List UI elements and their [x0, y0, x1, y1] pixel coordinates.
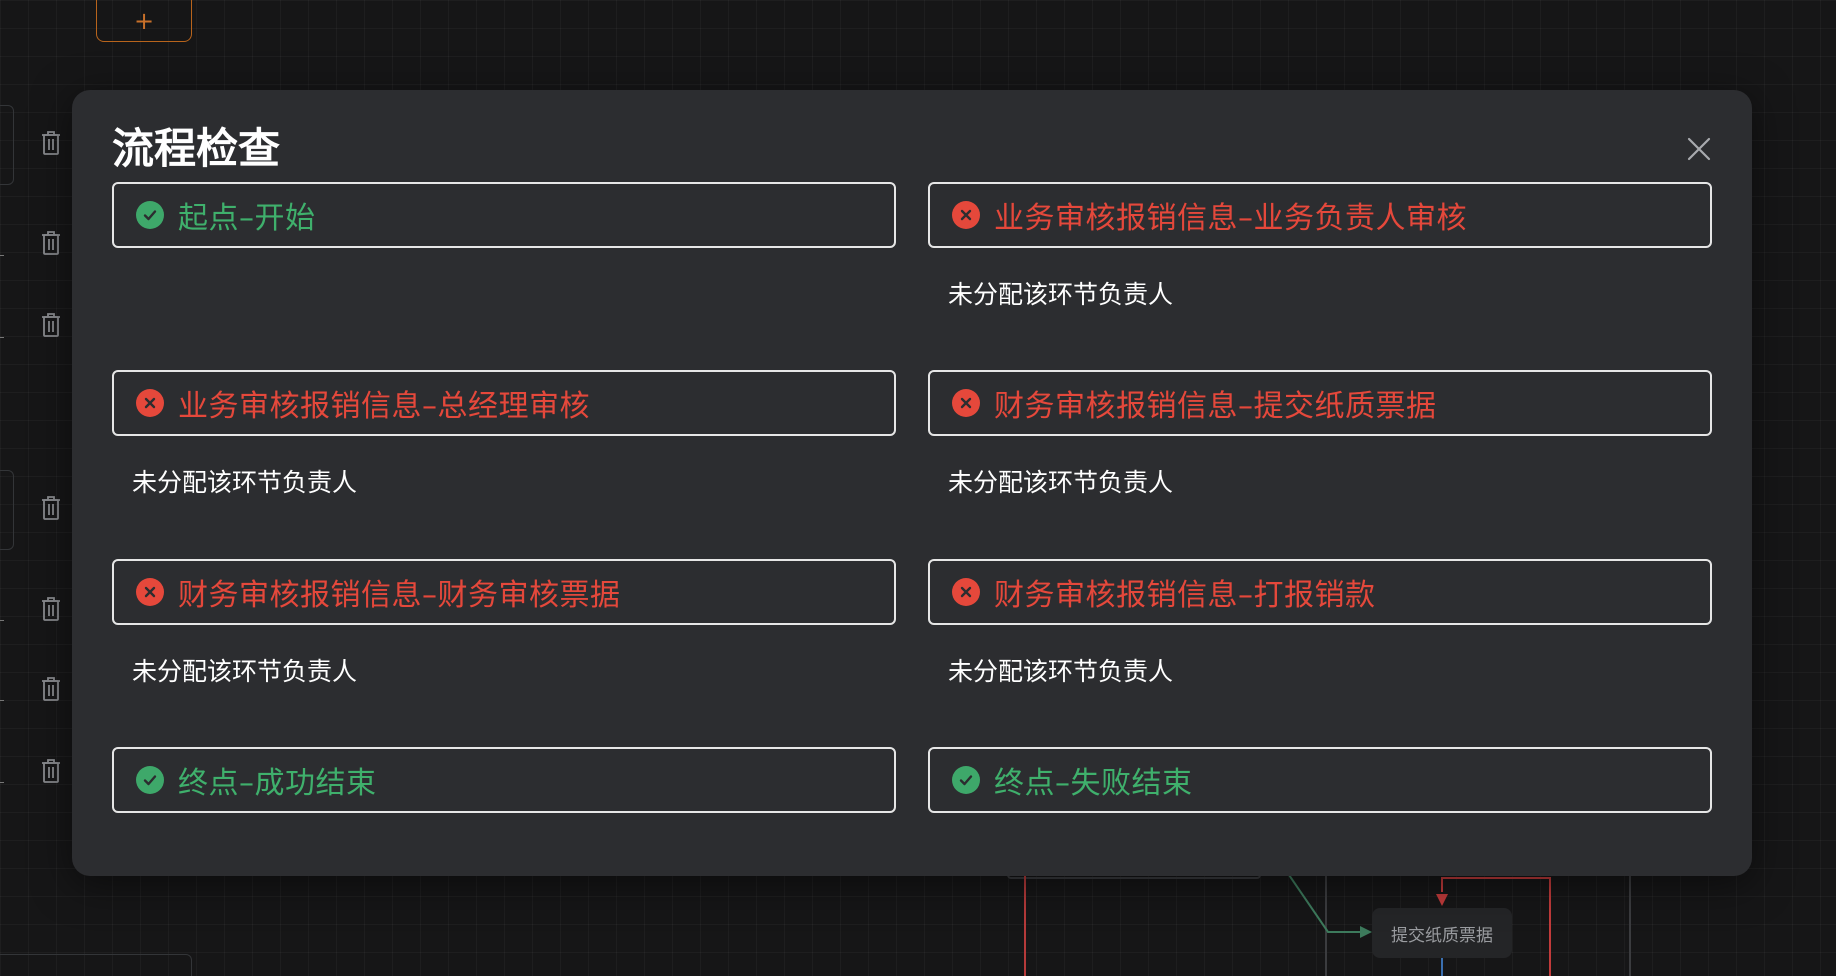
- check-error-icon: [136, 578, 164, 606]
- arrow-head-icon: [1436, 894, 1448, 906]
- trash-icon[interactable]: [40, 312, 62, 338]
- trash-icon[interactable]: [40, 230, 62, 256]
- check-item-label: 终点–失败结束: [994, 766, 1193, 801]
- arrow-head-icon: [1360, 926, 1372, 938]
- check-item-business-owner-review[interactable]: 业务审核报销信息–业务负责人审核: [928, 182, 1712, 248]
- check-item-label: 起点–开始: [178, 201, 316, 236]
- trash-icon[interactable]: [40, 495, 62, 521]
- check-success-icon: [952, 766, 980, 794]
- check-item-gm-review[interactable]: 业务审核报销信息–总经理审核: [112, 370, 896, 436]
- flow-connector-green: [1286, 871, 1366, 933]
- bottom-panel: [0, 954, 192, 976]
- check-item-label: 终点–成功结束: [178, 766, 377, 801]
- check-item-label: 业务审核报销信息–总经理审核: [178, 389, 590, 424]
- add-node-button[interactable]: +: [96, 0, 192, 42]
- check-item-message: 未分配该环节负责人: [948, 280, 1174, 309]
- trash-icon[interactable]: [40, 130, 62, 156]
- trash-icon[interactable]: [40, 758, 62, 784]
- check-success-icon: [136, 766, 164, 794]
- check-item-label: 财务审核报销信息–提交纸质票据: [994, 389, 1437, 424]
- add-button-label: +: [133, 7, 155, 35]
- check-item-submit-paper-receipts[interactable]: 财务审核报销信息–提交纸质票据: [928, 370, 1712, 436]
- close-icon[interactable]: [1686, 136, 1712, 162]
- edge-tick: [0, 620, 4, 621]
- check-item-label: 业务审核报销信息–业务负责人审核: [994, 201, 1467, 236]
- check-item-message: 未分配该环节负责人: [948, 657, 1174, 686]
- node-card[interactable]: [0, 470, 14, 550]
- check-item-label: 财务审核报销信息–打报销款: [994, 578, 1376, 613]
- check-item-pay-reimbursement[interactable]: 财务审核报销信息–打报销款: [928, 559, 1712, 625]
- check-item-end-success[interactable]: 终点–成功结束: [112, 747, 896, 813]
- check-item-message: 未分配该环节负责人: [132, 657, 358, 686]
- edge-tick: [0, 700, 4, 701]
- check-item-end-failure[interactable]: 终点–失败结束: [928, 747, 1712, 813]
- edge-tick: [0, 782, 4, 783]
- check-error-icon: [136, 389, 164, 417]
- trash-icon[interactable]: [40, 676, 62, 702]
- check-item-finance-receipt-review[interactable]: 财务审核报销信息–财务审核票据: [112, 559, 896, 625]
- check-error-icon: [952, 201, 980, 229]
- flow-node-label: 提交纸质票据: [1391, 925, 1493, 946]
- check-item-message: 未分配该环节负责人: [948, 468, 1174, 497]
- check-error-icon: [952, 389, 980, 417]
- node-card[interactable]: [0, 105, 14, 185]
- check-item-label: 财务审核报销信息–财务审核票据: [178, 578, 621, 613]
- check-item-message: 未分配该环节负责人: [132, 468, 358, 497]
- flow-node[interactable]: 提交纸质票据: [1372, 908, 1512, 958]
- trash-icon[interactable]: [40, 596, 62, 622]
- process-check-dialog: 流程检查 起点–开始 业务审核报销信息–业务负责人审核 未分配该环节负责人 业务…: [72, 90, 1752, 876]
- check-item-start[interactable]: 起点–开始: [112, 182, 896, 248]
- check-error-icon: [952, 578, 980, 606]
- check-success-icon: [136, 201, 164, 229]
- edge-tick: [0, 337, 4, 338]
- dialog-title: 流程检查: [112, 124, 281, 173]
- edge-tick: [0, 255, 4, 256]
